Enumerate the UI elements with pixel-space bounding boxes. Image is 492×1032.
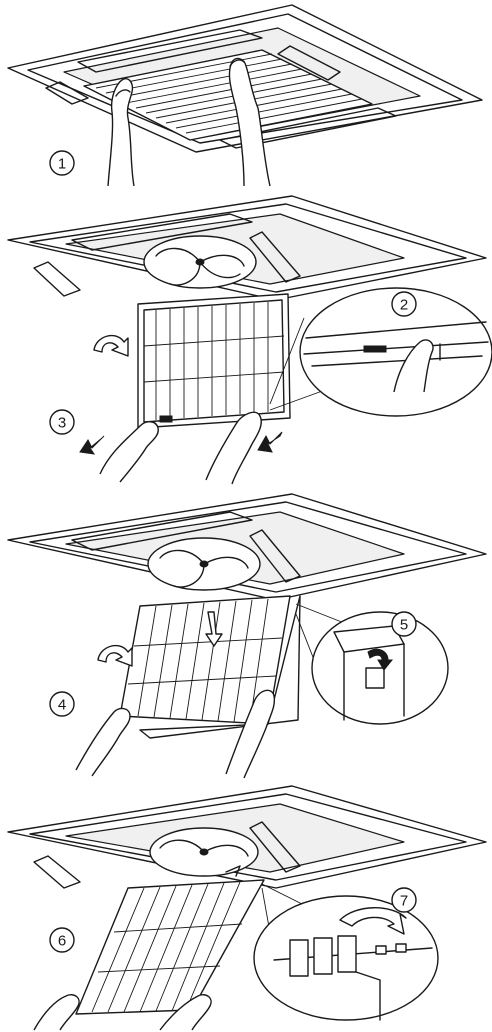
hands [99,411,262,485]
step-3-label: 3 [58,415,66,432]
step-6-label: 6 [58,933,66,950]
filter-frame [137,293,291,429]
step-5-marker: 5 [391,611,417,637]
panel-4-detach-filter: 6 7 [7,785,487,1031]
step-1-marker: 1 [49,150,75,176]
left-hand [107,78,135,187]
hands [75,689,276,779]
rotate-arrow-icon [97,644,133,667]
step-7-label: 7 [400,893,408,910]
fan [147,537,261,591]
detail-callout-hook [295,603,449,725]
step-6-marker: 6 [49,927,75,953]
filter-frame-tilted [119,595,301,739]
step-1-label: 1 [58,156,66,173]
fan [149,827,259,877]
panel-1-remove-grille: 1 [7,4,483,187]
pull-arrows [79,431,283,455]
step-2-marker: 2 [391,291,417,317]
filter-mesh [127,598,283,724]
right-hand [228,57,271,187]
filter-hanging [75,879,265,1015]
detail-callout-tabs [253,883,439,1021]
panel-3-lower-filter: 4 5 [7,493,487,779]
detail-callout-latch [269,287,492,417]
fan [143,235,257,289]
step-4-marker: 4 [49,691,75,717]
step-7-marker: 7 [391,887,417,913]
filter-mesh [91,881,243,1013]
filter-mesh [143,302,285,420]
step-3-marker: 3 [49,409,75,435]
step-2-label: 2 [400,297,408,314]
hands [33,994,212,1031]
panel-2-remove-filter: 2 3 [7,195,492,485]
step-5-label: 5 [400,617,408,634]
rotate-arrow-icon [93,334,129,357]
step-4-label: 4 [58,697,66,714]
